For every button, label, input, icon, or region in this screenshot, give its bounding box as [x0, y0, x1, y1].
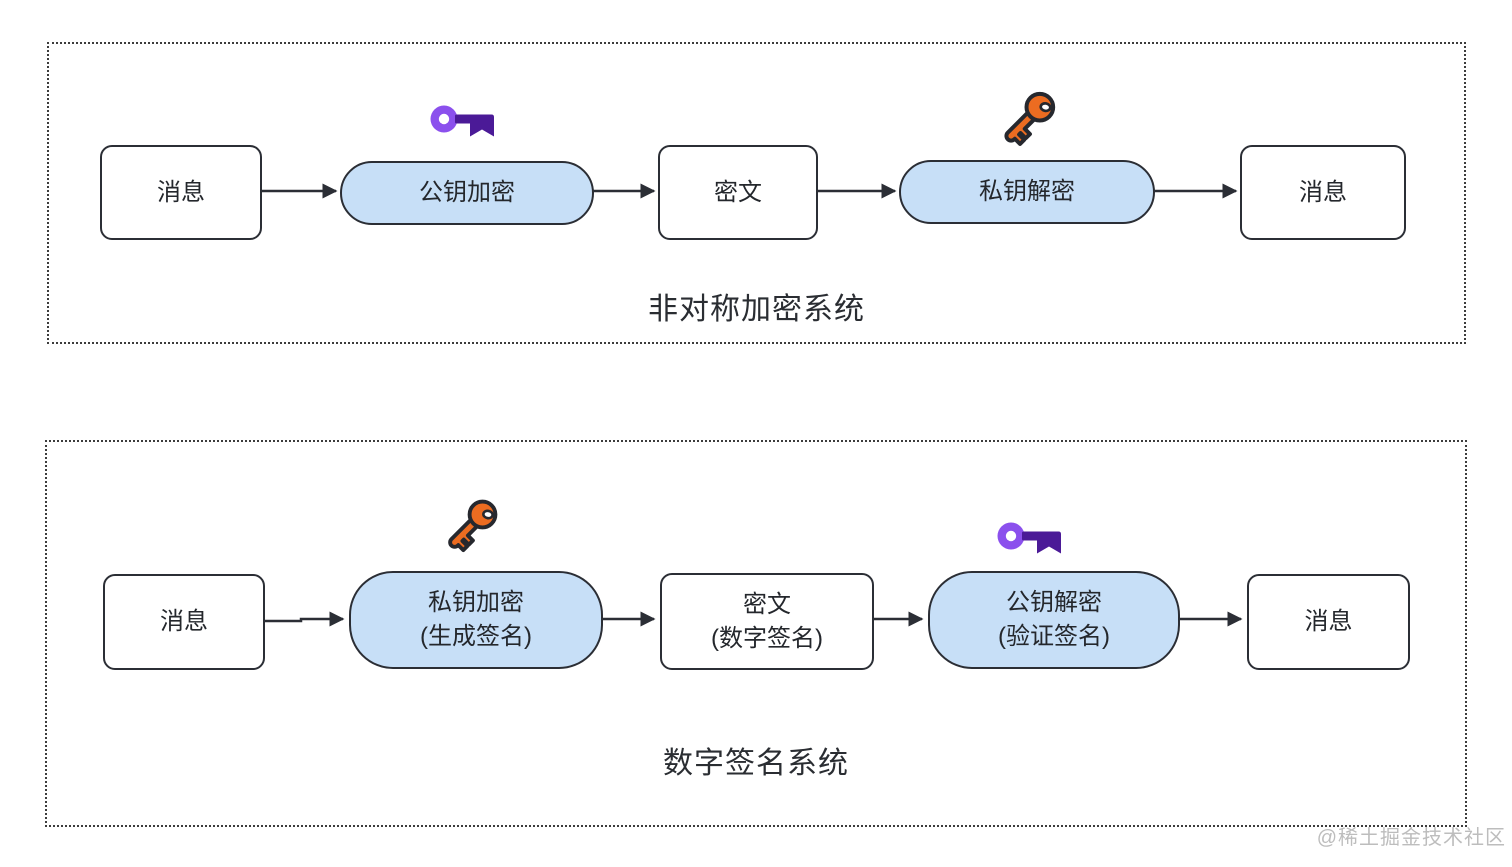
node-message-plain-top-left: 消息 — [100, 145, 262, 240]
orange-key-icon — [1004, 91, 1056, 146]
node-ciphertext-signature: 密文 (数字签名) — [660, 573, 874, 670]
digital-signature-title: 数字签名系统 — [663, 747, 849, 780]
node-message-sig-right: 消息 — [1247, 574, 1410, 670]
purple-key-icon — [430, 105, 494, 137]
node-message-sig-left: 消息 — [103, 574, 265, 670]
node-sublabel: (数字签名) — [711, 624, 823, 652]
node-label: 密文 — [743, 590, 791, 618]
node-label: 消息 — [1299, 178, 1347, 206]
asymmetric-encryption-panel: 消息 公钥加密 密文 私钥解密 消息 非对称加密系统 — [47, 42, 1466, 344]
node-label: 消息 — [160, 608, 208, 635]
node-message-plain-top-right: 消息 — [1240, 145, 1406, 240]
asymmetric-encryption-title: 非对称加密系统 — [648, 293, 865, 326]
watermark: @稀土掘金技术社区 — [1316, 827, 1506, 849]
node-public-key-encrypt: 公钥加密 — [340, 161, 594, 225]
node-sublabel: (验证签名) — [998, 623, 1110, 650]
node-private-key-decrypt: 私钥解密 — [899, 160, 1155, 224]
node-ciphertext-top: 密文 — [658, 145, 818, 240]
digital-signature-panel: 消息 私钥加密 (生成签名) 密文 (数字签名) 公钥解密 (验证签名) 消息 … — [45, 440, 1467, 827]
node-private-key-sign: 私钥加密 (生成签名) — [349, 571, 603, 669]
node-label: 私钥解密 — [979, 178, 1075, 205]
purple-key-icon — [997, 522, 1061, 554]
node-label: 公钥解密 — [1006, 589, 1102, 616]
node-public-key-verify: 公钥解密 (验证签名) — [928, 571, 1180, 669]
orange-key-icon — [448, 499, 498, 553]
node-label: 私钥加密 — [428, 589, 524, 616]
node-label: 公钥加密 — [419, 179, 515, 206]
node-label: 消息 — [157, 178, 205, 206]
node-sublabel: (生成签名) — [420, 623, 532, 650]
node-label: 消息 — [1304, 608, 1353, 635]
node-label: 密文 — [714, 178, 762, 206]
